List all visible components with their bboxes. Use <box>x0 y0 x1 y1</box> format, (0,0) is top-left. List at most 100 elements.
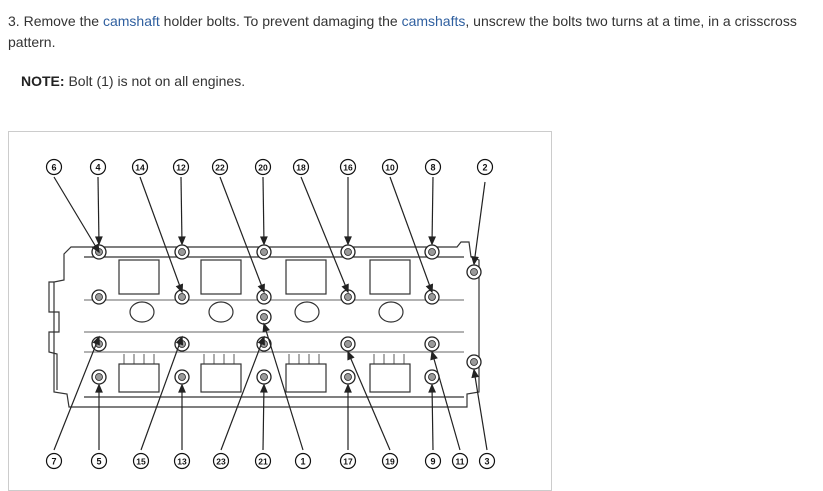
step-instruction: 3. Remove the camshaft holder bolts. To … <box>8 11 820 53</box>
journal-lines <box>84 299 464 353</box>
bolt-center <box>260 373 268 381</box>
label-circle <box>424 158 442 176</box>
cylinder-head-outline <box>48 241 480 408</box>
arrow-head <box>344 236 352 246</box>
top-bolt-label: 22 <box>211 158 229 176</box>
bottom-bolt-label: 15 <box>132 452 150 470</box>
arrow-head <box>91 243 100 254</box>
arrow-head <box>428 383 437 393</box>
label-text: 9 <box>430 457 435 467</box>
top-bolt-label: 16 <box>339 158 357 176</box>
label-text: 3 <box>484 457 489 467</box>
arrow-head <box>344 383 352 393</box>
leader-line <box>53 176 100 253</box>
bottom-bolt-label: 3 <box>478 452 496 470</box>
label-circle <box>451 452 469 470</box>
label-circle <box>90 452 108 470</box>
label-circle <box>339 158 357 176</box>
bottom-bolt-label: 21 <box>254 452 272 470</box>
label-text: 13 <box>177 457 187 467</box>
cap-rect <box>369 363 411 393</box>
bottom-bolt-label: 23 <box>212 452 230 470</box>
bottom-bolt-label: 19 <box>381 452 399 470</box>
bolt-center <box>428 340 436 348</box>
label-circle <box>478 452 496 470</box>
step-text-middle: holder bolts. To prevent damaging the <box>159 13 402 29</box>
label-circle <box>254 158 272 176</box>
top-bolt-label: 12 <box>172 158 190 176</box>
bottom-bolt-label: 11 <box>451 452 469 470</box>
label-text: 15 <box>136 457 146 467</box>
bolt-center <box>178 373 186 381</box>
cap-rect <box>285 259 327 295</box>
bolt-center <box>344 248 352 256</box>
label-circle <box>173 452 191 470</box>
label-circle <box>131 158 149 176</box>
label-text: 5 <box>96 457 101 467</box>
note: NOTE: Bolt (1) is not on all engines. <box>21 71 245 91</box>
bolt-center <box>428 293 436 301</box>
label-text: 17 <box>343 457 353 467</box>
arrow-head <box>259 383 268 393</box>
top-bolt-label: 8 <box>424 158 442 176</box>
arrow-head <box>428 236 437 246</box>
leader-line <box>389 176 433 293</box>
label-text: 16 <box>343 163 353 173</box>
label-text: 11 <box>456 457 465 467</box>
label-text: 8 <box>430 163 435 173</box>
valve-oval <box>129 301 155 323</box>
top-bolt-label: 4 <box>89 158 107 176</box>
label-text: 20 <box>258 163 268 173</box>
cap-rect <box>118 363 160 393</box>
arrow-head <box>178 383 186 393</box>
bolt-center <box>95 293 103 301</box>
leader-line <box>139 176 183 293</box>
label-text: 2 <box>482 163 487 173</box>
label-circle <box>294 452 312 470</box>
bolt-center <box>470 268 478 276</box>
arrow-head <box>471 368 480 379</box>
arrow-head <box>347 350 355 361</box>
label-text: 6 <box>51 163 56 173</box>
arrow-head <box>430 350 438 361</box>
leader-line <box>53 336 100 451</box>
bolt-center <box>178 293 186 301</box>
leader-line <box>219 176 265 293</box>
arrow-head <box>92 335 100 346</box>
head-outline-path <box>53 241 480 408</box>
bolt-center <box>344 373 352 381</box>
bolt-center <box>428 373 436 381</box>
leader-line <box>431 351 461 451</box>
label-circle <box>45 158 63 176</box>
arrow-group <box>53 176 488 451</box>
top-bolt-label: 2 <box>476 158 494 176</box>
step-number: 3. <box>8 13 20 29</box>
arrow-head <box>177 236 186 246</box>
arrow-head <box>341 283 349 294</box>
leader-line <box>473 369 488 451</box>
valve-oval <box>208 301 234 323</box>
leader-line <box>97 176 100 245</box>
label-circle <box>381 158 399 176</box>
arrow-head <box>262 322 270 333</box>
label-text: 18 <box>296 163 306 173</box>
label-circle <box>424 452 442 470</box>
bolt-center <box>260 248 268 256</box>
leader-line <box>431 384 434 451</box>
step-text-before: Remove the <box>19 13 103 29</box>
arrow-head <box>175 283 184 294</box>
label-circle <box>254 452 272 470</box>
rib-ticks <box>123 354 405 364</box>
arrow-head <box>471 255 479 266</box>
left-end-path <box>48 281 60 390</box>
camshafts-link[interactable]: camshafts <box>401 13 466 29</box>
bolt-group <box>91 244 482 385</box>
bolt-center <box>260 313 268 321</box>
label-text: 22 <box>215 163 225 173</box>
label-circle <box>45 452 63 470</box>
camshaft-link[interactable]: camshaft <box>102 13 160 29</box>
bolt-center <box>95 373 103 381</box>
bolt-center <box>428 248 436 256</box>
